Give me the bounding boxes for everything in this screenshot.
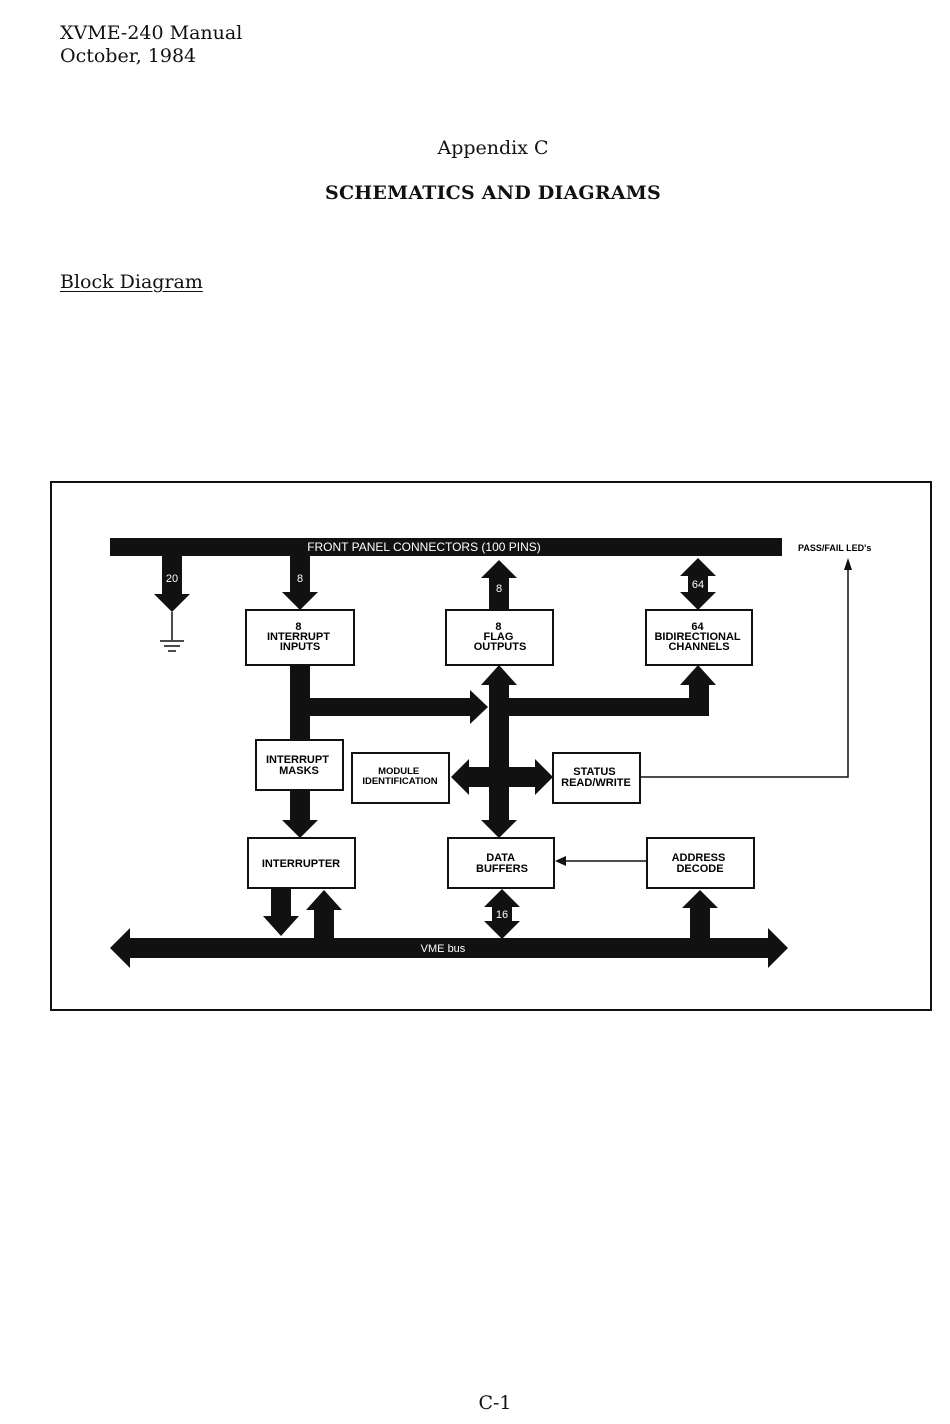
manual-title: XVME-240 Manual — [60, 22, 243, 44]
interrupt-bus-shaft — [290, 556, 310, 594]
interrupt-masks-label: INTERRUPT MASKS — [266, 754, 332, 777]
address-decode-label: ADDRESS DECODE — [672, 852, 729, 875]
interrupter-down-path — [271, 888, 291, 918]
flag-outputs-label: 8 FLAG OUTPUTS — [474, 621, 527, 653]
bidirectional-internal-path — [689, 685, 709, 716]
vme-bus-label: VME bus — [421, 943, 466, 955]
manual-date: October, 1984 — [60, 45, 197, 67]
vme-bus — [110, 928, 788, 968]
data-buffer-arrow — [481, 820, 517, 838]
address-up-arrow — [682, 890, 718, 908]
module-id-arrow — [451, 759, 469, 795]
status-read-write-label: STATUS READ/WRITE — [561, 766, 631, 789]
bidirectional-bus-arrow-down — [680, 592, 716, 610]
flag-bus-shaft — [489, 578, 509, 610]
address-up-path — [690, 908, 710, 940]
interrupt-inputs-label: 8 INTERRUPT INPUTS — [267, 621, 333, 653]
module-identification-block — [351, 752, 450, 804]
mask-to-interrupter-arrow — [282, 820, 318, 838]
interrupter-label: INTERRUPTER — [262, 858, 340, 870]
central-data-path — [489, 685, 509, 820]
interrupter-block — [247, 837, 356, 889]
block-diagram-title: Block Diagram — [60, 271, 203, 293]
appendix-label: Appendix C — [437, 137, 549, 159]
data-bus-arrow-down — [484, 921, 520, 939]
pass-fail-arrow — [844, 558, 852, 570]
section-title: SCHEMATICS AND DIAGRAMS — [325, 182, 661, 204]
module-identification-label: MODULE IDENTIFICATION — [362, 766, 437, 787]
status-read-write-block — [552, 752, 641, 804]
data-bus-arrow-up — [484, 889, 520, 907]
bidirectional-channels-block — [645, 609, 753, 666]
pass-fail-label: PASS/FAIL LED's — [798, 543, 871, 553]
data-buffers-label: DATA BUFFERS — [476, 852, 528, 875]
flag-bus-arrow — [481, 560, 517, 578]
interrupter-up-arrow — [306, 890, 342, 910]
flag-outputs-block — [445, 609, 554, 666]
bidirectional-bus-shaft — [688, 576, 708, 592]
bidirectional-channels-label: 64 BIDIRECTIONAL CHANNELS — [654, 621, 743, 653]
interrupt-input-path — [290, 665, 310, 740]
ground-bus-shaft — [162, 556, 182, 594]
front-panel-label: FRONT PANEL CONNECTORS (100 PINS) — [307, 540, 541, 554]
interrupter-down-arrow — [263, 916, 299, 936]
pass-fail-line — [640, 566, 849, 778]
bidirectional-internal-arrow — [680, 665, 716, 685]
diagram-frame — [50, 481, 932, 1011]
internal-bus-arrow-to-center — [470, 690, 488, 724]
interrupter-up-path — [314, 910, 334, 940]
ground-bus-width: 20 — [166, 573, 178, 585]
bidirectional-bus-arrow-up — [680, 558, 716, 576]
data-bus-shaft — [492, 907, 512, 921]
mask-to-interrupter-path — [290, 790, 310, 822]
interrupt-bus-arrow — [282, 592, 318, 610]
address-decode-block — [646, 837, 755, 889]
flag-output-arrow — [481, 665, 517, 685]
bidirectional-bus-width: 64 — [692, 579, 704, 591]
address-to-buffer-arrow — [555, 856, 566, 866]
ground-bus-arrow — [154, 594, 190, 612]
data-buffers-block — [447, 837, 555, 889]
data-bus-width: 16 — [496, 909, 508, 921]
internal-bus-left — [310, 698, 470, 716]
interrupt-masks-block — [255, 739, 344, 791]
module-status-bus — [469, 767, 535, 787]
status-arrow — [535, 759, 553, 795]
front-panel-connector-bar — [110, 538, 782, 556]
flag-bus-width: 8 — [496, 583, 502, 595]
page-number: C-1 — [478, 1392, 512, 1414]
interrupt-bus-width: 8 — [297, 573, 303, 585]
internal-bus-right — [509, 698, 709, 716]
